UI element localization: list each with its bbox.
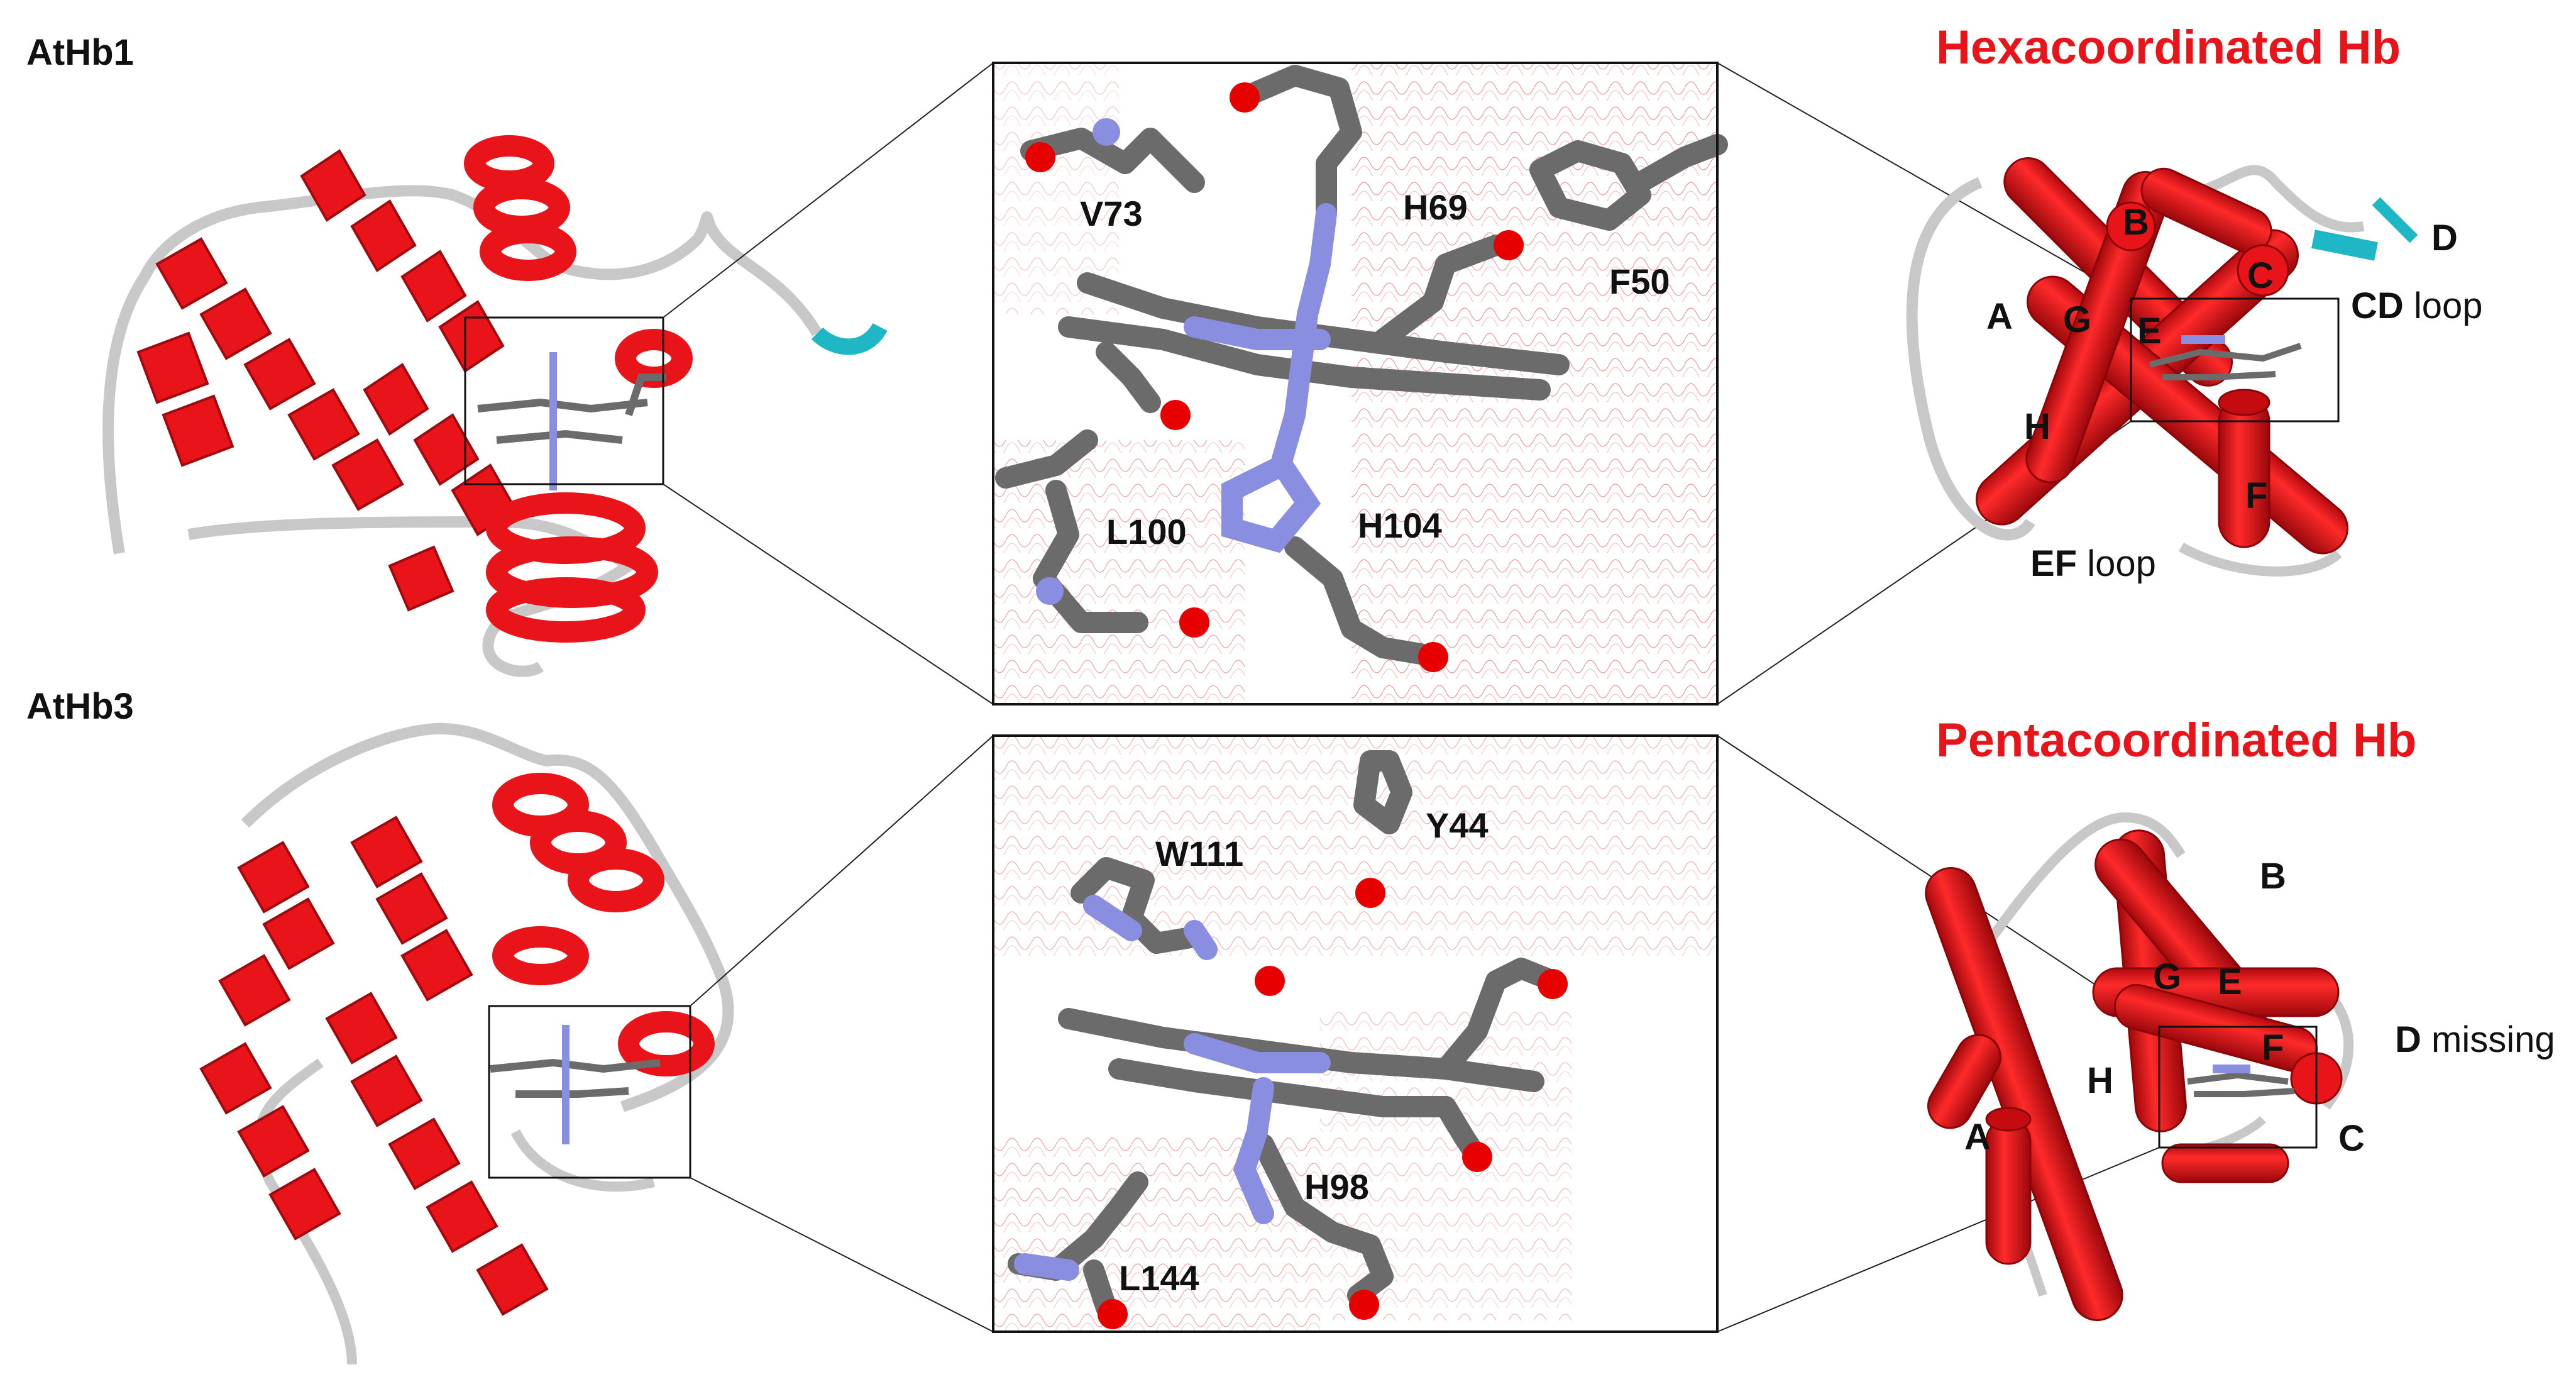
residue-label-v73: V73 (1080, 194, 1143, 233)
pentacoordinated-title: Pentacoordinated Hb (1936, 714, 2417, 767)
helix-label-e: E (2137, 311, 2162, 351)
residue-label-h69: H69 (1403, 187, 1468, 227)
helix-label-g-penta: G (2153, 956, 2182, 997)
residue-label-f50: F50 (1609, 262, 1670, 301)
helix-label-b: B (2123, 202, 2149, 243)
residue-label-w111: W111 (1155, 834, 1244, 873)
helix-label-e-penta: E (2218, 961, 2242, 1002)
hexacoordinated-cylinder-model (1906, 157, 2418, 577)
residue-label-y44: Y44 (1426, 805, 1489, 845)
helix-label-a-penta: A (1964, 1117, 1991, 1158)
athb1-ribbon-structure (102, 135, 888, 677)
helix-label-f: F (2245, 475, 2268, 516)
residue-label-l144: L144 (1119, 1258, 1199, 1298)
helix-label-c: C (2247, 255, 2274, 296)
helix-label-g: G (2063, 299, 2092, 340)
ef-loop-label: EF loop (2030, 543, 2156, 584)
athb3-heme-pocket (992, 734, 1719, 1333)
athb3-ribbon-structure (199, 722, 734, 1365)
helix-label-d: D (2431, 218, 2458, 258)
athb1-label: AtHb1 (26, 32, 134, 73)
d-missing-label: D missing (2395, 1019, 2555, 1060)
athb1-heme-pocket (992, 62, 1728, 705)
residue-label-l100: L100 (1106, 512, 1187, 551)
helix-label-c-penta: C (2338, 1118, 2365, 1159)
cd-loop-label: CD loop (2351, 285, 2483, 326)
helix-label-h-penta: H (2087, 1060, 2113, 1101)
helix-label-f-penta: F (2262, 1027, 2284, 1068)
helix-label-h: H (2024, 406, 2050, 447)
helix-label-b-penta: B (2260, 856, 2286, 897)
hexacoordinated-title: Hexacoordinated Hb (1936, 21, 2401, 74)
helix-label-a: A (1986, 296, 2013, 337)
residue-label-h104: H104 (1358, 506, 1442, 545)
athb3-label: AtHb3 (26, 686, 134, 727)
pentacoordinated-cylinder-model (1925, 812, 2354, 1321)
residue-label-h98: H98 (1304, 1167, 1369, 1207)
